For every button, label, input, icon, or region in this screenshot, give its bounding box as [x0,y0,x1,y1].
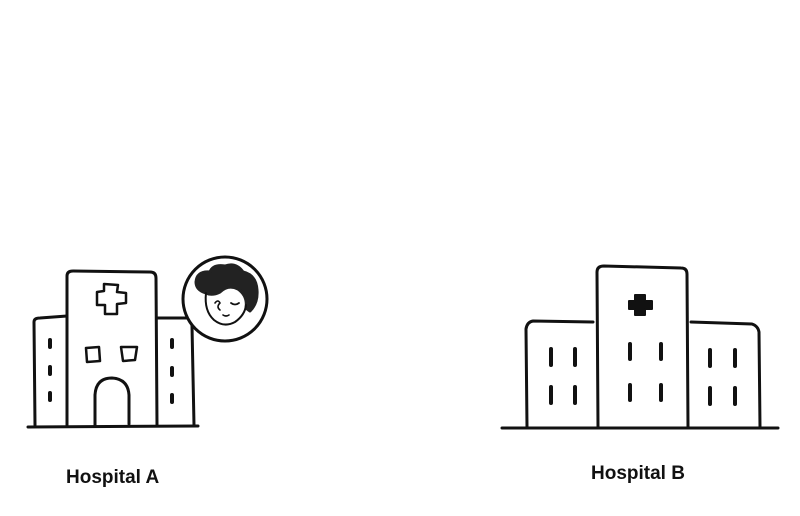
patient-avatar-icon [181,255,269,343]
hospital-b-label: Hospital B [591,463,685,484]
hospital-a-icon [26,269,200,429]
hospital-b-icon [500,264,780,430]
hospital-a-label: Hospital A [66,467,160,488]
